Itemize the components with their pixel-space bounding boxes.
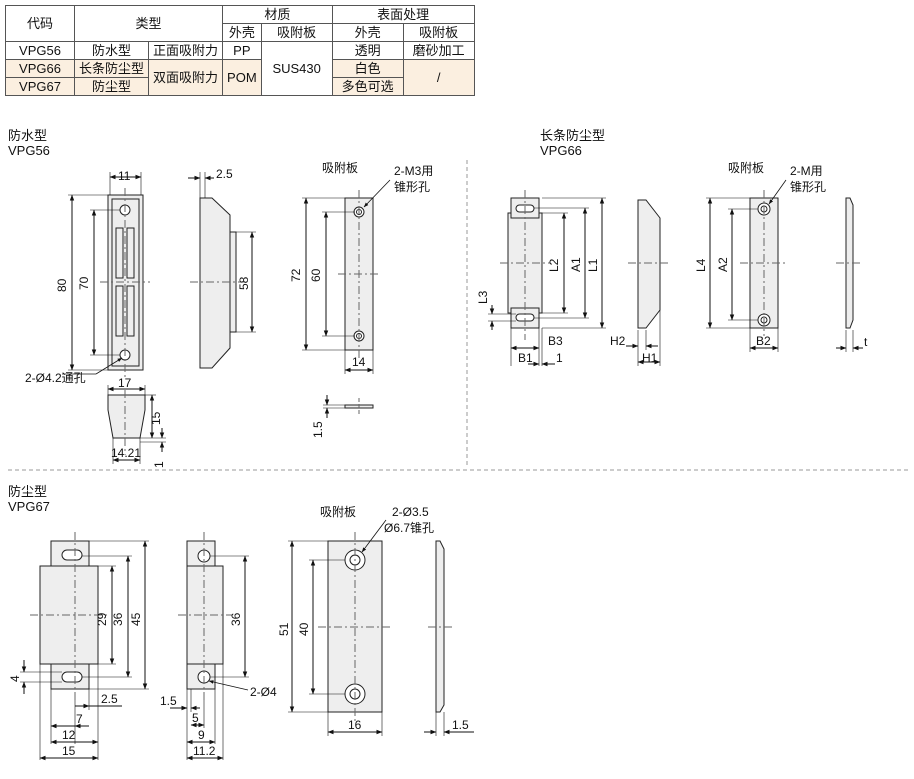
dim-1-5c: 1.5 (452, 718, 469, 732)
dim-29: 29 (95, 612, 109, 626)
cell-surf-shell: 多色可选 (331, 77, 404, 96)
cell-force: 双面吸附力 (148, 59, 224, 96)
dim-80: 80 (55, 278, 69, 292)
hole-label-42: 2-Ø4.2通孔 (25, 371, 86, 385)
th-type: 类型 (73, 5, 224, 42)
vpg56-front-view (100, 188, 150, 378)
hole-label-m3: 2-M3用 (394, 164, 433, 178)
dim-16: 16 (348, 718, 362, 732)
dim-11-2: 11.2 (193, 744, 216, 758)
dim-one: 1 (556, 351, 563, 365)
vpg56-plate-thickness (323, 395, 374, 418)
section-code: VPG66 (540, 143, 582, 158)
dim-1-5: 1.5 (311, 421, 325, 438)
dim-14-21: 14.21 (111, 446, 141, 460)
hole-label-m: 2-M用 (790, 164, 823, 178)
section-code: VPG67 (8, 499, 50, 514)
hole-label-4: 2-Ø4 (250, 685, 277, 699)
dim-H2: H2 (610, 334, 626, 348)
plate-label: 吸附板 (728, 161, 764, 175)
dim-B1: B1 (518, 351, 533, 365)
vpg56-plate-view (302, 179, 391, 374)
dim-L2: L2 (547, 258, 561, 272)
dim-7: 7 (76, 712, 83, 726)
cell-shell: PP (222, 41, 262, 60)
vpg67-plate-side-view (424, 540, 474, 736)
cell-type: 防尘型 (73, 77, 150, 96)
cell-type: 防水型 (73, 41, 150, 60)
vpg66-plate-side-view (836, 197, 863, 352)
dim-B2: B2 (756, 334, 771, 348)
dim-70: 70 (77, 276, 91, 290)
dim-45: 45 (129, 612, 143, 626)
dim-H1: H1 (642, 351, 658, 365)
vpg56-bottom-view (107, 385, 166, 464)
dim-2-5: 2.5 (216, 167, 233, 181)
cell-shell: POM (222, 59, 262, 96)
dim-15b: 15 (62, 744, 76, 758)
vpg66-front-view (488, 190, 606, 367)
hole-label-35: 2-Ø3.5 (392, 505, 429, 519)
plate-label: 吸附板 (322, 161, 358, 175)
cell-code: VPG67 (5, 77, 75, 96)
section-title-vpg67: 防尘型 VPG67 (8, 484, 50, 514)
dim-72: 72 (289, 268, 303, 282)
dim-1: 1 (152, 461, 166, 468)
dim-t: t (864, 335, 868, 349)
section-code: VPG56 (8, 143, 50, 158)
dim-60: 60 (309, 268, 323, 282)
cell-surf-shell: 白色 (331, 59, 404, 78)
vpg67-plate-view (288, 519, 392, 736)
cell-force: 正面吸附力 (148, 41, 224, 60)
dim-2-5b: 2.5 (101, 692, 118, 706)
cell-code: VPG66 (5, 59, 75, 78)
dim-9: 9 (198, 728, 205, 742)
vpg67-front-view (20, 532, 149, 761)
dim-17: 17 (118, 376, 132, 390)
th-surf-plate: 吸附板 (402, 23, 475, 42)
dim-4: 4 (8, 675, 22, 682)
dim-11: 11 (118, 169, 131, 183)
section-type: 长条防尘型 (540, 128, 606, 143)
dim-40: 40 (297, 622, 311, 636)
cell-plate: SUS430 (260, 41, 333, 96)
vpg56-side-view (188, 172, 256, 369)
section-type: 防水型 (8, 128, 48, 143)
dim-B3: B3 (548, 334, 563, 348)
section-title-vpg56: 防水型 VPG56 (8, 128, 50, 158)
dim-51: 51 (277, 622, 291, 636)
dim-12: 12 (62, 728, 76, 742)
cell-surf-plate: / (402, 59, 475, 96)
dim-L4: L4 (694, 258, 708, 272)
dim-5: 5 (192, 711, 199, 725)
dim-A1: A1 (569, 257, 583, 272)
dim-1-5b: 1.5 (160, 694, 177, 708)
dim-L3: L3 (476, 290, 490, 304)
cone-hole-label: 锥形孔 (790, 180, 826, 194)
section-type: 防尘型 (8, 484, 48, 499)
dim-A2: A2 (716, 257, 730, 272)
section-title-vpg66: 长条防尘型 VPG66 (540, 128, 605, 158)
spec-table: 代码 类型 材质 表面处理 外壳 吸附板 外壳 吸附板 VPG56 防水型 正面… (5, 5, 475, 96)
dim-L1: L1 (586, 258, 600, 272)
cone-hole-label-67: Ø6.7锥孔 (384, 521, 434, 535)
dim-58: 58 (237, 276, 251, 290)
dim-15: 15 (149, 411, 163, 425)
dim-36: 36 (111, 612, 125, 626)
vpg66-side-view (626, 199, 668, 366)
vpg56-dim-lines (62, 172, 142, 375)
dim-36b: 36 (229, 612, 243, 626)
vpg66-plate-view (706, 179, 788, 352)
dim-14: 14 (352, 355, 366, 369)
vpg67-side-view (170, 532, 249, 761)
th-code: 代码 (5, 5, 75, 42)
plate-label: 吸附板 (320, 505, 356, 519)
cone-hole-label: 锥形孔 (394, 180, 430, 194)
